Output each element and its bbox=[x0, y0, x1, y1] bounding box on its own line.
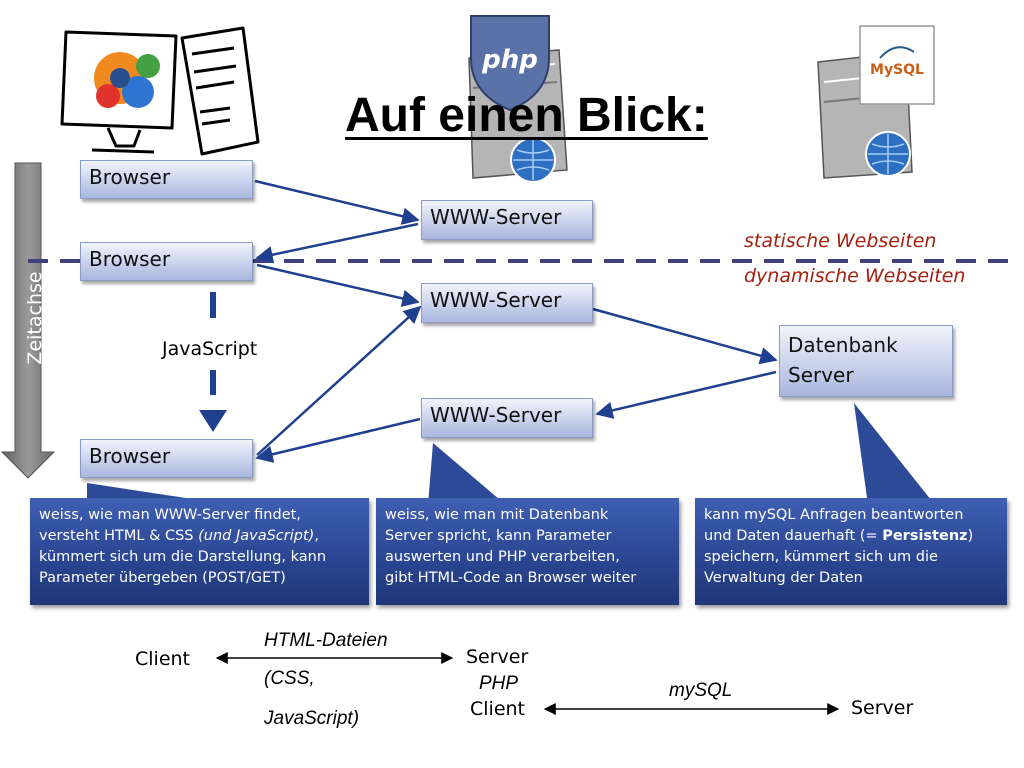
database-server-line2: Server bbox=[788, 363, 854, 387]
browser-computer-icon bbox=[60, 26, 260, 156]
client-label: Client bbox=[135, 648, 191, 670]
database-callout-line2a: und Daten dauerhaft (= bbox=[704, 528, 883, 545]
database-callout-line2c: ) bbox=[967, 528, 974, 545]
php-badge-text: php bbox=[481, 45, 538, 75]
php-label: PHP bbox=[479, 673, 519, 694]
database-callout: kann mySQL Anfragen beantworten und Date… bbox=[695, 498, 1007, 605]
css-label: (CSS, bbox=[264, 668, 315, 689]
database-callout-line3: speichern, kümmert sich um die bbox=[704, 549, 938, 566]
mysql-label: mySQL bbox=[669, 680, 733, 701]
browser-callout-line2b: (und JavaScript) bbox=[198, 528, 315, 545]
dynamic-pages-label: dynamische Webseiten bbox=[744, 265, 966, 287]
browser-callout: weiss, wie man WWW-Server findet, verste… bbox=[30, 498, 369, 605]
database-server-box: Datenbank Server bbox=[779, 325, 953, 397]
database-server-line1: Datenbank bbox=[788, 333, 898, 357]
browser-callout-line2: versteht HTML & CSS (und JavaScript), bbox=[39, 526, 360, 547]
php-client-label: Client bbox=[470, 698, 526, 720]
timeline-label: Zeitachse bbox=[24, 271, 46, 365]
php-server-icon: php bbox=[468, 15, 568, 183]
database-callout-line4: Verwaltung der Daten bbox=[704, 570, 863, 587]
javascript-arrowhead bbox=[199, 410, 227, 432]
browser-callout-line4: Parameter übergeben (POST/GET) bbox=[39, 570, 286, 587]
browser-callout-line2a: versteht HTML & CSS bbox=[39, 528, 199, 545]
server-label-1: Server bbox=[466, 646, 529, 668]
mysql-server-icon: MySQL bbox=[817, 25, 935, 179]
html-files-label: HTML-Dateien bbox=[264, 630, 388, 651]
browser-callout-line3: kümmert sich um die Darstellung, kann bbox=[39, 549, 327, 566]
browser-callout-line2c: , bbox=[314, 528, 319, 545]
static-pages-label: statische Webseiten bbox=[744, 230, 937, 252]
arrow-www1-to-browser2 bbox=[255, 222, 419, 264]
browser-callout-line1: weiss, wie man WWW-Server findet, bbox=[39, 507, 301, 523]
mysql-logo-text: MySQL bbox=[870, 62, 924, 78]
server-callout-line2: Server spricht, kann Parameter bbox=[385, 528, 612, 545]
www-server-box-2: WWW-Server bbox=[421, 283, 593, 323]
page-title: Auf einen Blick: bbox=[345, 89, 708, 142]
www-server-box-1: WWW-Server bbox=[421, 200, 593, 240]
arrow-www2-to-db bbox=[592, 307, 778, 365]
arrow-browser2-to-www2 bbox=[256, 263, 420, 308]
arrow-browser3-to-www2 bbox=[256, 305, 422, 456]
arrow-www3-to-browser3 bbox=[255, 417, 421, 463]
javascript-files-label: JavaScript) bbox=[264, 708, 360, 729]
timeline-label-wrap: Zeitachse bbox=[15, 268, 55, 368]
browser-box-2: Browser bbox=[80, 242, 253, 281]
db-callout-pointer bbox=[854, 403, 935, 505]
server-callout-pointer bbox=[428, 443, 506, 505]
arrow-browser1-to-www1 bbox=[254, 179, 420, 225]
database-callout-line2: und Daten dauerhaft (= Persistenz) bbox=[704, 526, 998, 547]
server-label-2: Server bbox=[851, 697, 914, 719]
timeline-arrow bbox=[0, 162, 56, 479]
database-callout-line2b: Persistenz bbox=[882, 528, 968, 545]
server-callout-line1: weiss, wie man mit Datenbank bbox=[385, 507, 609, 523]
database-callout-line1: kann mySQL Anfragen beantworten bbox=[704, 507, 964, 523]
javascript-label: JavaScript bbox=[162, 338, 258, 360]
browser-box-1: Browser bbox=[80, 160, 253, 199]
server-callout-line4: gibt HTML-Code an Browser weiter bbox=[385, 570, 637, 587]
www-server-box-3: WWW-Server bbox=[421, 398, 593, 438]
server-callout-line3: auswerten und PHP verarbeiten, bbox=[385, 549, 620, 566]
server-callout: weiss, wie man mit Datenbank Server spri… bbox=[376, 498, 679, 605]
arrow-db-to-www3 bbox=[595, 370, 777, 419]
browser-box-3: Browser bbox=[80, 439, 253, 478]
